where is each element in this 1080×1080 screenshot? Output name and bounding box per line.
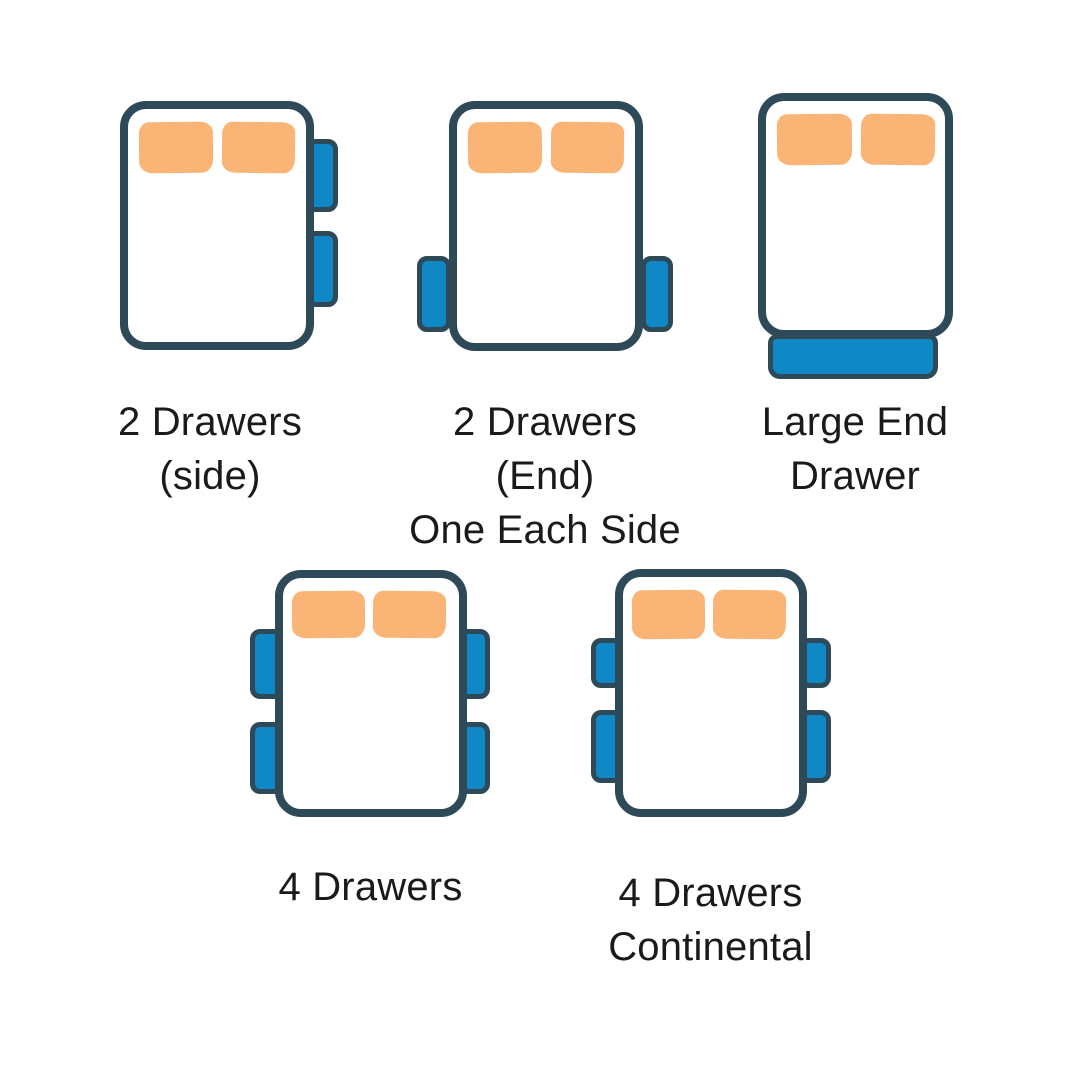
label-line: Large End bbox=[761, 400, 949, 444]
figure-label: 4 Drawers Continental bbox=[588, 866, 833, 974]
label-line: One Each Side bbox=[409, 508, 681, 552]
figure-2-drawers-side: 2 Drawers (side) bbox=[110, 95, 350, 515]
pillow-icon bbox=[631, 589, 706, 640]
pillow-icon bbox=[712, 589, 787, 640]
label-line: (side) bbox=[159, 454, 261, 498]
pillow-icon bbox=[550, 121, 625, 174]
bed-icon bbox=[449, 101, 643, 351]
figure-4-drawers: 4 Drawers bbox=[248, 560, 493, 990]
figure-label: Large End Drawer bbox=[730, 395, 980, 503]
side-drawer-icon bbox=[417, 256, 451, 332]
bed-icon bbox=[120, 101, 314, 350]
side-drawer-icon bbox=[641, 256, 673, 332]
label-line: 2 Drawers bbox=[117, 400, 303, 444]
label-line: 2 Drawers (End) bbox=[452, 400, 638, 498]
figure-4-drawers-continental: 4 Drawers Continental bbox=[588, 560, 833, 1000]
figure-large-end-drawer: Large End Drawer bbox=[750, 88, 965, 508]
pillow-icon bbox=[860, 113, 936, 166]
label-line: 4 Drawers bbox=[278, 865, 463, 909]
pillow-icon bbox=[776, 113, 853, 166]
pillow-icon bbox=[138, 121, 214, 174]
pillow-icon bbox=[221, 121, 296, 174]
label-line: Drawer bbox=[789, 454, 921, 498]
figure-label: 2 Drawers (End) One Each Side bbox=[400, 395, 690, 557]
pillow-icon bbox=[372, 590, 447, 639]
label-line: 4 Drawers bbox=[618, 871, 803, 915]
pillow-icon bbox=[291, 590, 366, 639]
bed-icon bbox=[275, 570, 467, 817]
bed-icon bbox=[615, 569, 807, 817]
pillow-icon bbox=[467, 121, 543, 174]
figure-2-drawers-end: 2 Drawers (End) One Each Side bbox=[409, 95, 681, 552]
bed-icon bbox=[758, 93, 953, 338]
label-line: Continental bbox=[608, 925, 813, 969]
figure-label: 2 Drawers (side) bbox=[80, 395, 340, 503]
figure-label: 4 Drawers bbox=[248, 860, 493, 914]
end-drawer-icon bbox=[768, 334, 938, 379]
